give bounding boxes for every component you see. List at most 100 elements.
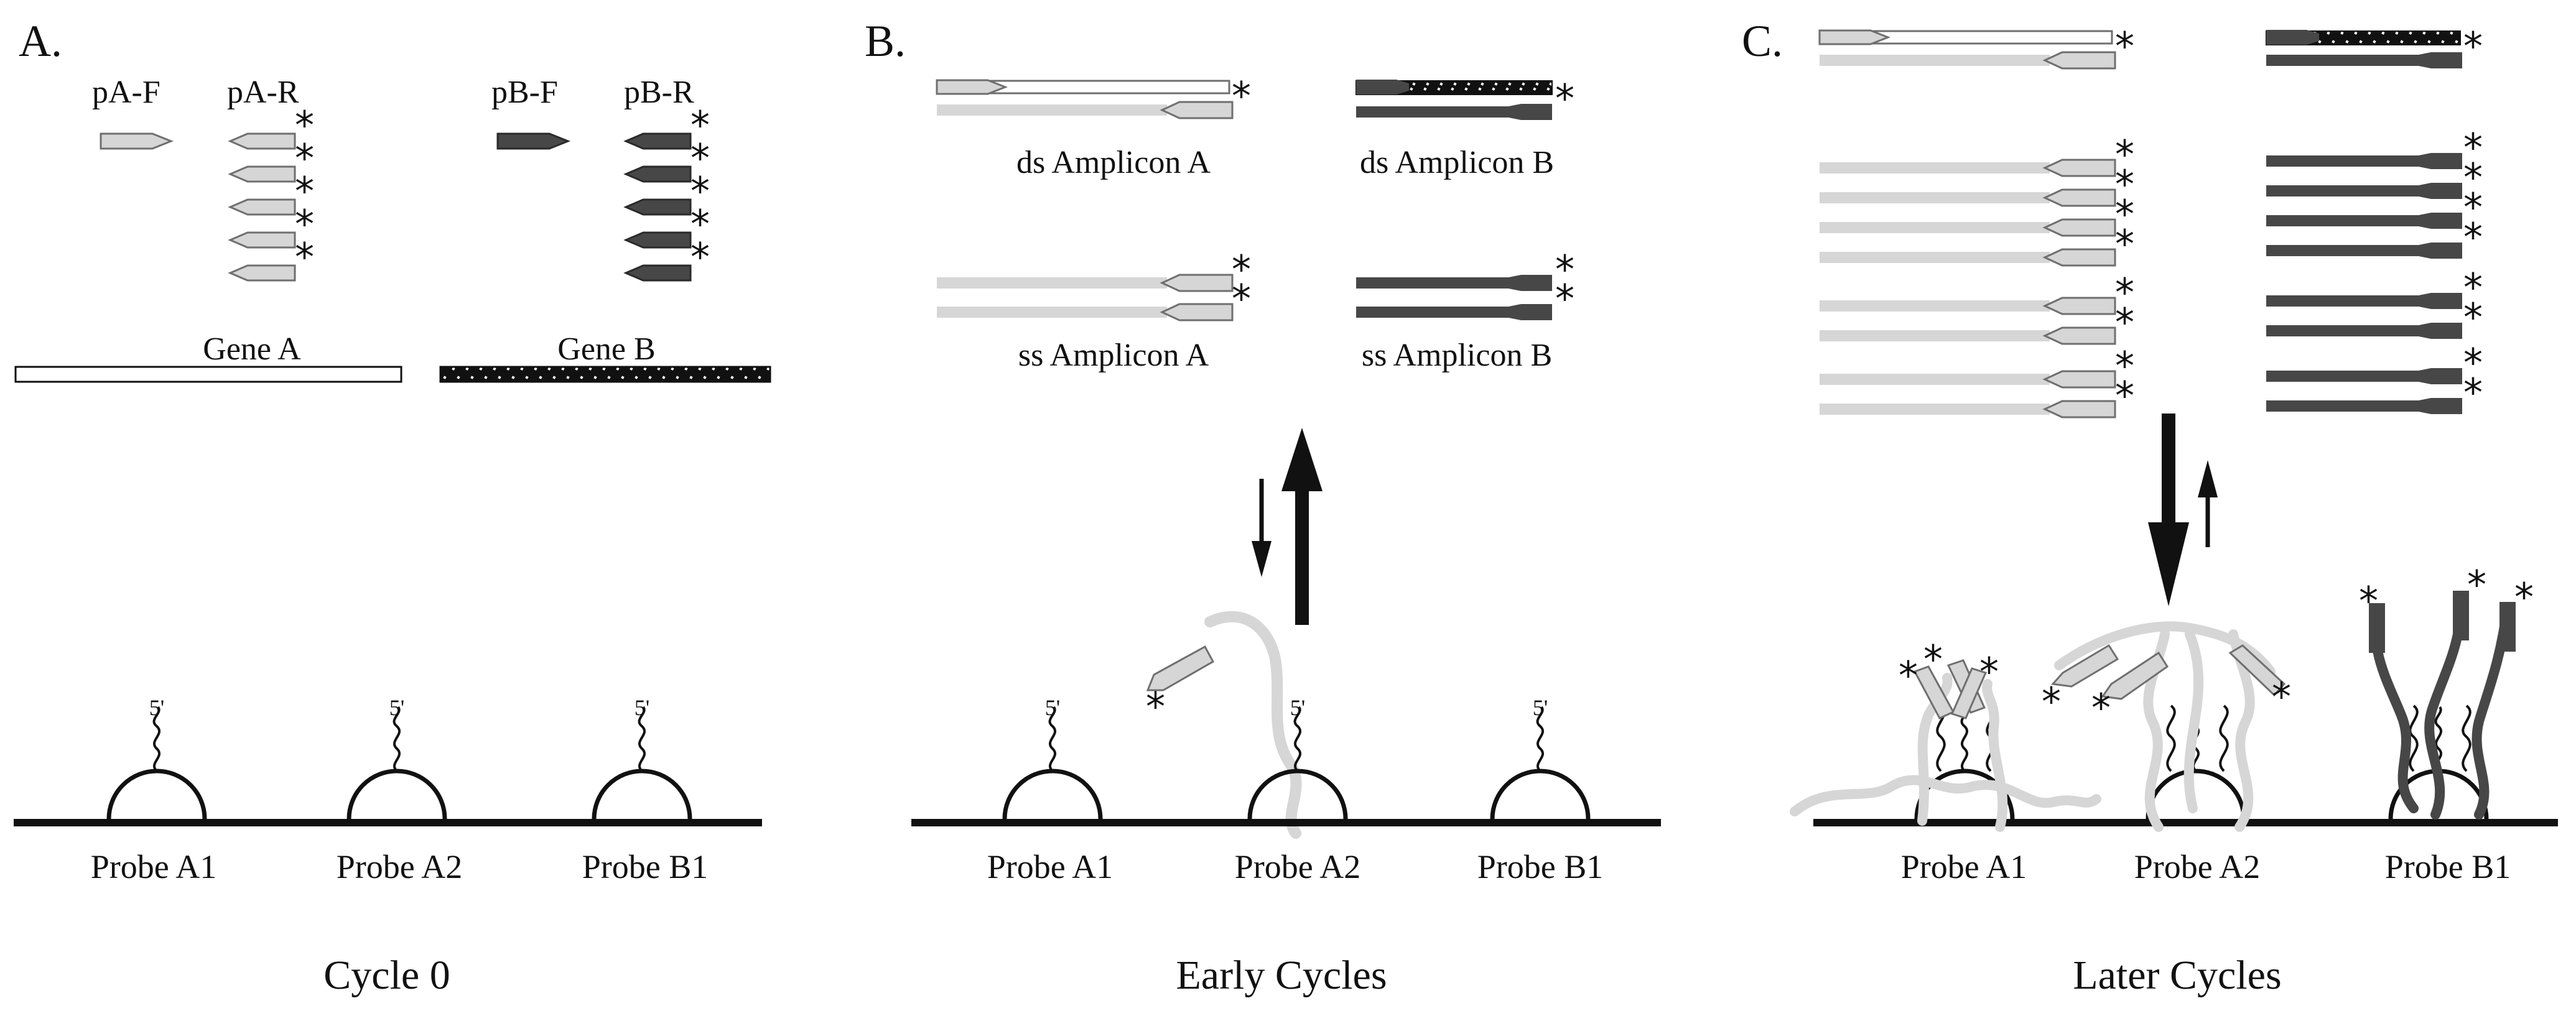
- ds-amplicon-b-label: ds Amplicon B: [1360, 145, 1554, 180]
- primer-b-reverse-stack: * * * * *: [625, 103, 710, 282]
- label-marker: *: [2272, 674, 2291, 719]
- label-marker: *: [2463, 24, 2483, 69]
- panel-b-letter: B.: [865, 16, 906, 66]
- label-marker: *: [295, 169, 314, 214]
- panel-a-letter: A.: [19, 16, 62, 66]
- probe-b1-label: Probe B1: [1477, 848, 1604, 885]
- label-marker: *: [2463, 185, 2483, 230]
- panel-a-caption: Cycle 0: [323, 953, 450, 998]
- equilibrium-arrows-later: [2148, 413, 2218, 606]
- ss-amplicon-b-pool: * * * * * * * *: [2266, 125, 2483, 415]
- label-marker: *: [2463, 125, 2483, 170]
- five-prime-label: 5': [1045, 695, 1061, 720]
- ds-amplicon-a: *: [936, 73, 1251, 119]
- label-marker: *: [295, 136, 314, 181]
- label-marker: *: [1232, 276, 1251, 321]
- primer-a-forward-label: pA-F: [92, 75, 160, 110]
- label-marker: *: [2115, 162, 2134, 207]
- equilibrium-arrows: [1252, 428, 1323, 625]
- ss-amplicon-a-pair: * *: [936, 247, 1251, 321]
- ss-amplicon-b-label: ss Amplicon B: [1362, 338, 1552, 373]
- label-marker: *: [2115, 221, 2134, 267]
- label-marker: *: [2359, 578, 2378, 624]
- five-prime-label: 5': [149, 695, 165, 720]
- primer-a-forward: [100, 132, 174, 150]
- label-marker: *: [2042, 679, 2061, 724]
- five-prime-label: 5': [1533, 695, 1548, 720]
- label-marker: *: [2115, 373, 2134, 418]
- primer-b-reverse-label: pB-R: [624, 75, 694, 110]
- label-marker: *: [1555, 247, 1574, 292]
- label-marker: *: [2463, 155, 2483, 200]
- label-marker: *: [2115, 300, 2134, 345]
- ds-amplicon-b-later: *: [2266, 24, 2483, 69]
- label-marker: *: [2091, 685, 2111, 731]
- primer-a-reverse-label: pA-R: [227, 75, 299, 110]
- gene-b: [439, 366, 771, 383]
- probe-a2-cluster: * * *: [2042, 621, 2291, 832]
- ds-amplicon-a-later: *: [1818, 24, 2134, 70]
- probe-a1-cluster: * * *: [1790, 637, 2101, 832]
- probe-a2-label: Probe A2: [2134, 848, 2261, 885]
- label-marker: *: [1923, 637, 1943, 682]
- five-prime-label: 5': [635, 695, 650, 720]
- label-marker: *: [2467, 562, 2486, 608]
- panel-b-caption: Early Cycles: [1176, 953, 1387, 998]
- gene-a-label: Gene A: [203, 331, 301, 367]
- label-marker: *: [1555, 76, 1574, 121]
- probe-a1-label: Probe A1: [987, 848, 1114, 885]
- label-marker: *: [295, 234, 314, 280]
- five-prime-label: 5': [1290, 695, 1306, 720]
- label-marker: *: [2115, 270, 2134, 315]
- label-marker: *: [690, 103, 710, 148]
- label-marker: *: [2463, 295, 2483, 340]
- ds-amplicon-a-label: ds Amplicon A: [1016, 145, 1211, 180]
- ss-amplicon-b-pair: * *: [1356, 247, 1574, 321]
- label-marker: *: [2463, 265, 2483, 310]
- label-marker: *: [2463, 215, 2483, 260]
- label-marker: *: [1232, 73, 1251, 119]
- label-marker: *: [295, 201, 314, 247]
- label-marker: *: [2115, 343, 2134, 389]
- panel-c: C. * * * * * * * * *: [1742, 16, 2558, 998]
- label-marker: *: [2115, 192, 2134, 237]
- label-marker: *: [2463, 340, 2483, 386]
- label-marker: *: [295, 103, 314, 148]
- probe-a1-label: Probe A1: [1901, 848, 2027, 885]
- panel-c-letter: C.: [1742, 16, 1783, 66]
- gene-a: [14, 366, 402, 383]
- ds-amplicon-b: *: [1355, 76, 1574, 121]
- panel-b: B. * ds Amplicon A * ds Amplicon B * * s…: [865, 16, 1661, 998]
- primer-a-reverse-stack: * * * * *: [229, 103, 314, 282]
- probe-b1-label: Probe B1: [2385, 848, 2511, 885]
- probe-a2-label: Probe A2: [337, 848, 463, 885]
- label-marker: *: [2115, 132, 2134, 177]
- label-marker: *: [690, 169, 710, 214]
- label-marker: *: [690, 201, 710, 247]
- label-marker: *: [690, 234, 710, 280]
- label-marker: *: [2514, 575, 2534, 620]
- label-marker: *: [1899, 653, 1918, 698]
- ss-amplicon-a-pool: * * * * * * * *: [1818, 132, 2134, 418]
- ss-amplicon-a-label: ss Amplicon A: [1018, 338, 1209, 373]
- label-marker: *: [1979, 649, 1999, 695]
- panel-a: A. pA-F pA-R pB-F pB-R * * * * * * * *: [14, 16, 771, 998]
- label-marker: *: [2463, 370, 2483, 415]
- label-marker: *: [1232, 247, 1251, 292]
- probe-b1-cluster: * * *: [2359, 562, 2534, 819]
- panel-c-caption: Later Cycles: [2073, 953, 2281, 998]
- label-marker: *: [1146, 684, 1165, 729]
- probe-a1-label: Probe A1: [91, 848, 217, 885]
- five-prime-label: 5': [389, 695, 405, 720]
- label-marker: *: [2115, 24, 2134, 69]
- hybridizing-amplicon: *: [1146, 611, 1302, 839]
- gene-b-label: Gene B: [557, 331, 655, 367]
- probe-b1-label: Probe B1: [582, 848, 709, 885]
- label-marker: *: [690, 136, 710, 181]
- primer-b-forward: [496, 132, 571, 150]
- probe-a2-label: Probe A2: [1235, 848, 1361, 885]
- label-marker: *: [1555, 276, 1574, 321]
- primer-b-forward-label: pB-F: [491, 75, 558, 110]
